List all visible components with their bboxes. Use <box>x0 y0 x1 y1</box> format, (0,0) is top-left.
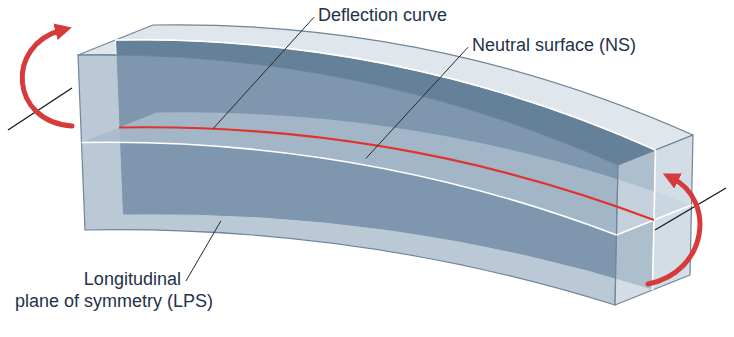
deflection-curve <box>119 127 654 220</box>
moment-arrow <box>648 178 700 284</box>
leader-line <box>213 17 314 129</box>
callout-label: Longitudinal plane of symmetry (LPS) <box>15 268 220 312</box>
leader-line <box>366 47 468 158</box>
callout-label: Deflection curve <box>318 4 447 26</box>
callout-label: Neutral surface (NS) <box>472 34 636 56</box>
plane-trace <box>116 40 656 150</box>
plane-trace <box>82 142 617 235</box>
front-face <box>78 55 618 305</box>
leader-line <box>186 221 221 281</box>
moment-arrow <box>22 30 72 126</box>
